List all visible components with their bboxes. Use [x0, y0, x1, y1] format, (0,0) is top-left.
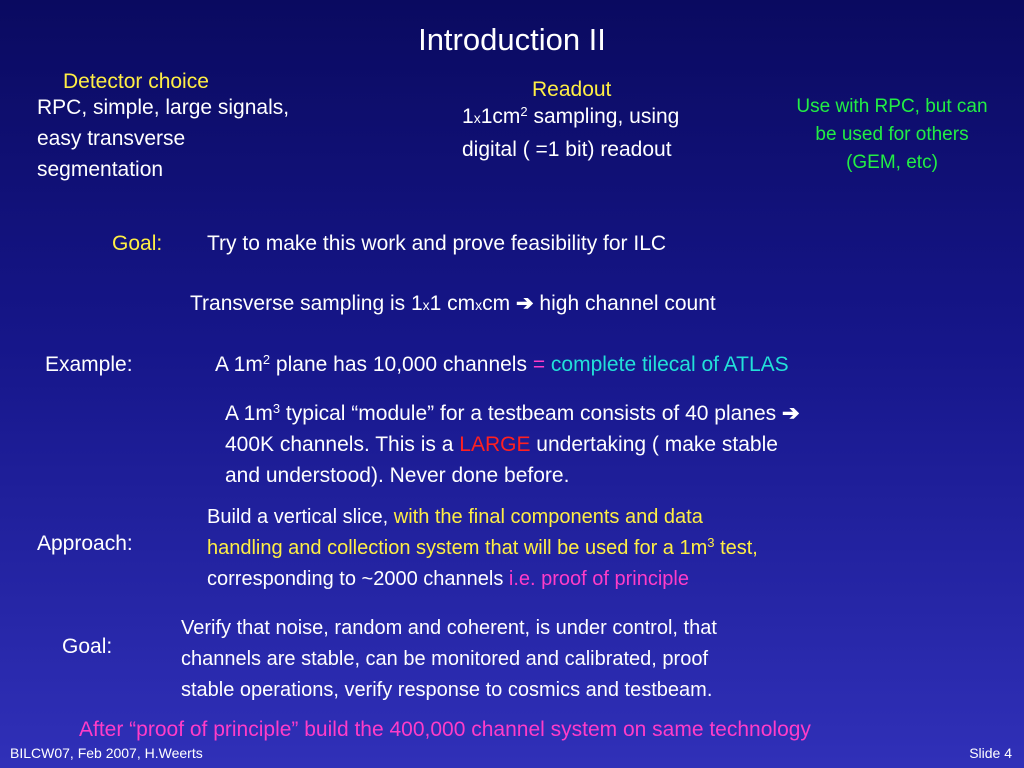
goal2-line-1: Verify that noise, random and coherent, …: [181, 617, 717, 639]
detector-choice-heading: Detector choice: [63, 70, 209, 93]
times-sign: x: [422, 297, 430, 313]
approach-line-1: Build a vertical slice, with the final c…: [207, 502, 758, 533]
proof-of-principle-text: i.e. proof of principle: [508, 568, 689, 590]
text-span: 1 cm: [429, 292, 476, 315]
text-span: high channel count: [533, 292, 716, 315]
detector-line-1: RPC, simple, large signals,: [37, 96, 290, 119]
readout-text: sampling, using: [527, 105, 680, 128]
text-span: A 1m: [215, 353, 263, 376]
text-span: undertaking ( make stable: [530, 433, 778, 456]
text-span: Transverse sampling is 1: [190, 292, 423, 315]
module-paragraph: A 1m3 typical “module” for a testbeam co…: [225, 398, 800, 491]
module-line-3: and understood). Never done before.: [225, 464, 570, 487]
text-span: plane has 10,000 channels: [270, 353, 533, 376]
readout-line-2: digital ( =1 bit) readout: [462, 138, 672, 161]
readout-description: 1x1cm2 sampling, using digital ( =1 bit)…: [462, 101, 679, 165]
goal-label-2: Goal:: [62, 635, 113, 658]
superscript: 3: [272, 401, 281, 416]
highlight-text: handling and collection system that will…: [207, 537, 708, 559]
goal2-line-3: stable operations, verify response to co…: [181, 679, 713, 701]
times-sign: x: [473, 110, 481, 126]
equals-sign: =: [532, 353, 546, 376]
note-line-3: (GEM, etc): [846, 152, 938, 173]
goal-text-2: Verify that noise, random and coherent, …: [181, 613, 717, 706]
transverse-sampling-line: Transverse sampling is 1x1 cmxcm ➔ high …: [190, 288, 716, 321]
approach-line-3: corresponding to ~2000 channels i.e. pro…: [207, 564, 758, 595]
detector-description: RPC, simple, large signals, easy transve…: [37, 92, 289, 185]
right-arrow-icon: ➔: [515, 292, 534, 315]
highlight-text: test,: [714, 537, 758, 559]
readout-text: 1: [462, 105, 474, 128]
rpc-note: Use with RPC, but can be used for others…: [772, 93, 1012, 177]
goal2-line-2: channels are stable, can be monitored an…: [181, 648, 709, 670]
after-statement: After “proof of principle” build the 400…: [79, 718, 811, 741]
example-label: Example:: [45, 353, 133, 376]
superscript: 2: [262, 352, 271, 367]
approach-paragraph: Build a vertical slice, with the final c…: [207, 502, 758, 595]
goal-text-1: Try to make this work and prove feasibil…: [207, 232, 667, 255]
text-span: corresponding to ~2000 channels: [207, 568, 509, 590]
example-text: A 1m2 plane has 10,000 channels = comple…: [215, 349, 789, 380]
text-span: Build a vertical slice,: [207, 506, 394, 528]
readout-heading: Readout: [532, 78, 612, 101]
detector-line-3: segmentation: [37, 158, 164, 181]
times-sign: x: [475, 297, 483, 313]
footer-left: BILCW07, Feb 2007, H.Weerts: [10, 745, 203, 761]
approach-line-2: handling and collection system that will…: [207, 533, 758, 564]
goal-label-1: Goal:: [112, 232, 163, 255]
note-line-2: be used for others: [815, 124, 969, 145]
slide-number: Slide 4: [969, 745, 1012, 761]
text-span: cm: [482, 292, 516, 315]
highlight-text: with the final components and data: [393, 506, 703, 528]
module-line-1: A 1m3 typical “module” for a testbeam co…: [225, 398, 800, 429]
superscript: 2: [520, 104, 528, 119]
approach-label: Approach:: [37, 532, 133, 555]
detector-line-2: easy transverse: [37, 127, 186, 150]
note-line-1: Use with RPC, but can: [796, 96, 988, 117]
module-line-2: 400K channels. This is a LARGE undertaki…: [225, 429, 800, 460]
text-span: 400K channels. This is a: [225, 433, 460, 456]
right-arrow-icon: ➔: [782, 402, 800, 425]
superscript: 3: [707, 535, 715, 550]
text-span: typical “module” for a testbeam consists…: [280, 402, 783, 425]
atlas-comparison: complete tilecal of ATLAS: [545, 353, 789, 376]
text-span: A 1m: [225, 402, 273, 425]
slide-title: Introduction II: [418, 22, 606, 57]
readout-text: 1cm: [480, 105, 521, 128]
large-emphasis: LARGE: [459, 433, 531, 456]
readout-line-1: 1x1cm2 sampling, using: [462, 101, 679, 134]
